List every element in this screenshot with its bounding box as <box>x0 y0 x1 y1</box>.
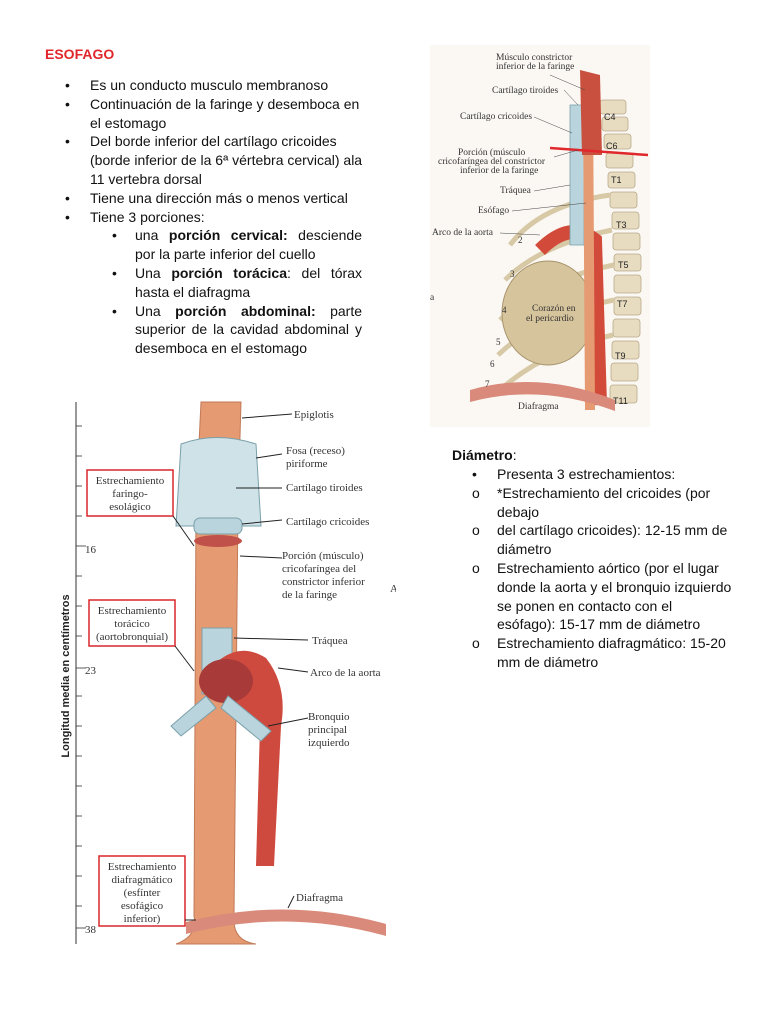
vertebra-label: C6 <box>606 141 618 151</box>
label-cricoides: Cartílago cricoides <box>460 112 532 122</box>
intro-list: Es un conducto musculo membranoso Contin… <box>45 76 365 358</box>
diametro-title: Diámetro: <box>452 447 517 463</box>
label-porcion: de la faringe <box>282 589 337 601</box>
list-item: Tiene 3 porciones: una porción cervical:… <box>45 208 365 358</box>
label-epiglotis: Epiglotis <box>294 409 334 421</box>
label-traquea: Tráquea <box>312 635 348 647</box>
box-diafragmatico: esofágico <box>121 900 164 912</box>
label-bronquio: Bronquio <box>308 711 350 723</box>
label-porcion: cricofaríngea del constrictor <box>438 156 546 167</box>
box-toracico: torácico <box>114 618 150 630</box>
list-item: Es un conducto musculo membranoso <box>45 76 365 95</box>
label-porcion: inferior de la faringe <box>460 165 538 176</box>
vertebra-label: T7 <box>617 299 628 309</box>
list-item: Estrechamiento diafragmático: 15-20 mm d… <box>452 634 734 672</box>
axis-label: Longitud media en centímetros <box>60 594 72 757</box>
label-arco: Arco de la aorta <box>432 228 494 238</box>
rib-label: 6 <box>490 359 495 369</box>
box-toracico: Estrechamiento <box>98 605 167 617</box>
rib-label: 7 <box>485 379 490 389</box>
label-tiroides: Cartílago tiroides <box>286 482 363 494</box>
vertebra-label: T1 <box>611 175 622 185</box>
label-cricoides: Cartílago cricoides <box>286 516 369 528</box>
list-item: Estrechamiento aórtico (por el lugar don… <box>452 559 734 634</box>
label-porcion: cricofaríngea del <box>282 563 356 575</box>
box-faringo: esolágico <box>109 501 151 513</box>
box-faringo: faringo- <box>112 488 148 500</box>
box-toracico: (aortobronquial) <box>96 631 168 643</box>
label-corazon: el pericardio <box>526 314 574 324</box>
label-corazon: Corazón en <box>532 304 576 314</box>
page-title: ESOFAGO <box>45 46 115 62</box>
portions-heading: Tiene 3 porciones: <box>90 208 205 225</box>
vertebra-label: T9 <box>615 351 626 361</box>
label-fosa: Fosa (receso) <box>286 445 345 457</box>
axis-tick: 38 <box>85 924 97 936</box>
list-item: *Estrechamiento del cricoides (por debaj… <box>452 484 734 522</box>
label-porcion: Porción (músculo <box>458 147 526 158</box>
label-diafragma: Diafragma <box>296 892 343 904</box>
rib-label: 4 <box>502 305 507 315</box>
figure-letter: a <box>430 293 435 303</box>
label-arco: Arco de la aorta <box>310 667 381 679</box>
diametro-list: Presenta 3 estrechamientos: *Estrechamie… <box>452 465 734 672</box>
axis-tick: 23 <box>85 665 97 677</box>
vertebra-label: T3 <box>616 220 627 230</box>
list-item: Del borde inferior del cartílago cricoid… <box>45 132 365 188</box>
box-faringo: Estrechamiento <box>96 475 165 487</box>
label-esofago: Esófago <box>478 205 509 216</box>
label-fosa: piriforme <box>286 458 328 470</box>
label-bronquio: izquierdo <box>308 737 350 749</box>
box-diafragmatico: diafragmático <box>111 874 173 886</box>
label-musculo: Músculo constrictor <box>496 53 573 63</box>
box-diafragmatico: (esfínter <box>124 887 161 899</box>
list-item: Tiene una dirección más o menos vertical <box>45 189 365 208</box>
label-porcion: Porción (músculo) <box>282 550 364 562</box>
esophagus-frontal-figure: 16 23 38 Longitud media en centímetros E… <box>60 401 396 945</box>
vertebra-label: T5 <box>618 260 629 270</box>
list-item: del cartílago cricoides): 12-15 mm de di… <box>452 521 734 559</box>
portions-list: una porción cervical: desciende por la p… <box>90 226 365 358</box>
label-porcion: constrictor inferior <box>282 576 365 588</box>
list-item: Presenta 3 estrechamientos: <box>452 465 734 484</box>
rib-label: 2 <box>518 235 523 245</box>
list-item: Continuación de la faringe y desemboca e… <box>45 95 365 133</box>
rib-label: 3 <box>510 269 515 279</box>
axis-tick: 16 <box>85 544 97 556</box>
rib-label: 5 <box>496 337 501 347</box>
figure-letter: A <box>390 583 396 595</box>
box-diafragmatico: Estrechamiento <box>108 861 177 873</box>
portion-item: una porción cervical: desciende por la p… <box>90 226 365 264</box>
esophagus-lateral-figure: 2 3 4 5 6 7 C4 C6 T1 T3 T5 T7 T9 T11 Mús… <box>430 45 650 427</box>
label-diafragma: Diafragma <box>518 401 559 412</box>
label-tiroides: Cartílago tiroides <box>492 86 559 96</box>
label-musculo: inferior de la faringe <box>496 61 574 72</box>
portion-item: Una porción abdominal: parte superior de… <box>90 302 365 358</box>
vertebra-label: T11 <box>613 396 628 406</box>
label-traquea: Tráquea <box>500 186 532 196</box>
label-bronquio: principal <box>308 724 347 736</box>
vertebra-label: C4 <box>604 112 616 122</box>
box-diafragmatico: inferior) <box>124 913 161 925</box>
portion-item: Una porción torácica: del tórax hasta el… <box>90 264 365 302</box>
